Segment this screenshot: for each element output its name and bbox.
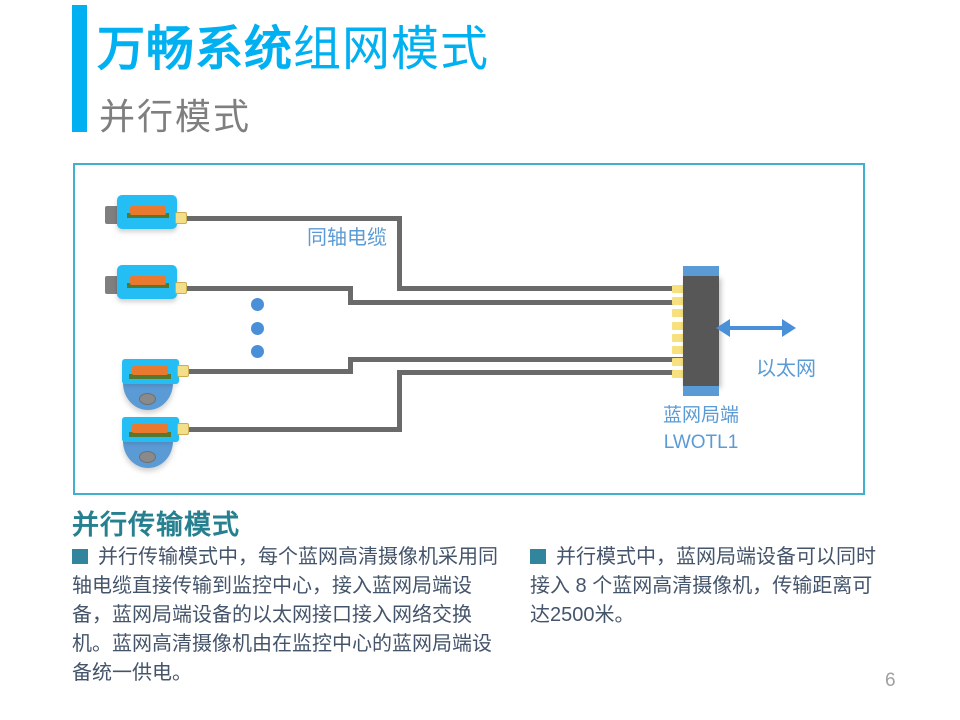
coax-cable-2-seg	[348, 300, 684, 305]
bullet-camera-2-icon	[127, 283, 169, 288]
title-accent-bar	[72, 5, 87, 132]
dome-camera-1-icon	[132, 366, 168, 375]
square-bullet-icon	[72, 549, 88, 564]
dome-camera-2-icon	[177, 423, 189, 435]
terminal-device-cap	[683, 266, 719, 276]
device-port	[672, 322, 684, 330]
coax-cable-4-seg	[397, 370, 402, 432]
dome-camera-1-icon	[139, 393, 156, 405]
coax-cable-1-seg	[397, 286, 684, 291]
square-bullet-icon	[530, 549, 546, 564]
coax-cable-4-seg	[397, 370, 684, 375]
coax-cable-1-seg	[397, 216, 402, 291]
bullet-paragraph-right: 并行模式中，蓝网局端设备可以同时接入 8 个蓝网高清摄像机，传输距离可达2500…	[530, 543, 886, 630]
dome-camera-1-icon	[129, 374, 171, 379]
ethernet-arrow-icon	[716, 319, 796, 337]
coax-cable-2-seg	[186, 286, 353, 291]
bullet-camera-2-icon	[130, 276, 166, 285]
bullet-text: 并行模式中，蓝网局端设备可以同时接入 8 个蓝网高清摄像机，传输距离可达2500…	[530, 546, 876, 626]
coax-cable-3-seg	[188, 369, 353, 374]
dome-camera-2-icon	[139, 451, 156, 463]
bullet-camera-2-icon	[175, 282, 187, 294]
device-port	[672, 370, 684, 378]
device-port	[672, 346, 684, 354]
bullet-camera-1-icon	[175, 212, 187, 224]
section-heading: 并行传输模式	[72, 510, 240, 540]
device-port	[672, 309, 684, 317]
bullet-text: 并行传输模式中，每个蓝网高清摄像机采用同轴电缆直接传输到监控中心，接入蓝网局端设…	[72, 546, 498, 684]
dome-camera-2-icon	[129, 432, 171, 437]
device-name-label: 蓝网局端	[662, 405, 739, 426]
device-port	[672, 358, 684, 366]
dome-camera-1-icon	[177, 365, 189, 377]
page-title: 万畅系统组网模式	[97, 23, 490, 77]
bullet-camera-1-icon	[127, 213, 169, 218]
device-label: 蓝网局端 LWOTL1	[641, 403, 761, 456]
ethernet-label: 以太网	[756, 358, 816, 380]
coax-cable-4-seg	[188, 427, 402, 432]
page-subtitle: 并行模式	[99, 96, 252, 137]
coax-cable-label: 同轴电缆	[307, 227, 387, 249]
bullet-paragraph-left: 并行传输模式中，每个蓝网高清摄像机采用同轴电缆直接传输到监控中心，接入蓝网局端设…	[72, 543, 508, 688]
coax-cable-3-seg	[348, 357, 353, 374]
coax-cable-2-seg	[348, 286, 353, 305]
dome-camera-2-icon	[132, 424, 168, 433]
ellipsis-dot	[251, 345, 264, 358]
device-port	[672, 285, 684, 293]
device-port	[672, 297, 684, 305]
coax-cable-1-seg	[186, 216, 402, 221]
terminal-device-cap	[683, 386, 719, 396]
ellipsis-dot	[251, 298, 264, 311]
page-number: 6	[885, 670, 896, 691]
page-title-suffix: 组网模式	[293, 23, 490, 76]
device-model-label: LWOTL1	[663, 431, 739, 453]
ellipsis-dot	[251, 322, 264, 335]
terminal-device	[683, 276, 719, 386]
device-port	[672, 334, 684, 342]
page-title-brand: 万畅系统	[97, 23, 294, 76]
coax-cable-3-seg	[348, 357, 684, 362]
bullet-camera-1-icon	[130, 206, 166, 215]
